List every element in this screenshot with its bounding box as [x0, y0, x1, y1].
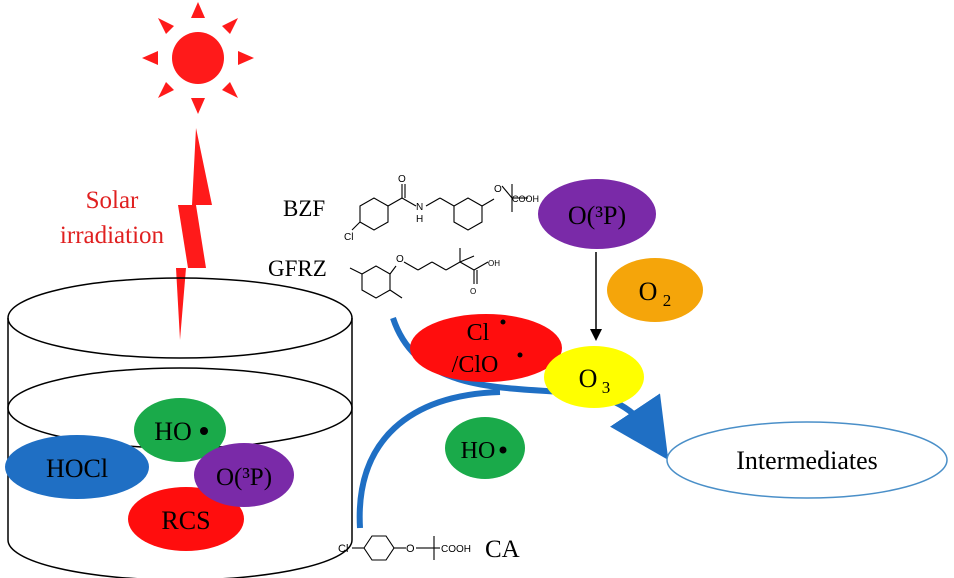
gfrz-structure: [349, 248, 489, 299]
ca-ether-o: O: [406, 543, 415, 555]
svg-text:O: O: [639, 277, 658, 306]
svg-text:HO: HO: [461, 438, 496, 464]
svg-text:O(³P): O(³P): [216, 464, 272, 491]
svg-text:O(³P): O(³P): [568, 201, 626, 230]
o2-bubble: O 2: [607, 258, 703, 322]
sun-icon: [142, 2, 254, 114]
solar-label-line2: irradiation: [60, 222, 165, 249]
o3-bubble: O 3: [544, 346, 644, 408]
bzf-label: BZF: [283, 196, 325, 221]
rcs-bubble: RCS: [128, 487, 244, 551]
bzf-carbonyl-o: O: [398, 174, 406, 185]
bzf-ether-o: O: [494, 184, 502, 195]
svg-text:HOCl: HOCl: [46, 454, 108, 483]
svg-text:RCS: RCS: [161, 506, 210, 535]
ca-label: CA: [485, 536, 520, 563]
hocl-bubble: HOCl: [5, 435, 149, 499]
svg-text:O: O: [579, 364, 598, 393]
solar-label-line1: Solar: [86, 187, 139, 214]
gfrz-carbonyl-o: O: [470, 287, 476, 296]
intermediates-box: Intermediates: [666, 421, 948, 499]
o3p-top-bubble: O(³P): [538, 179, 656, 249]
svg-text:HO: HO: [154, 417, 192, 446]
gfrz-oh: OH: [488, 259, 500, 268]
cl-clo-radical-bubble: Cl /ClO: [410, 314, 562, 382]
gfrz-label: GFRZ: [268, 256, 327, 281]
bzf-cooh: COOH: [512, 194, 539, 204]
bzf-n: N: [416, 202, 423, 213]
gfrz-ether-o: O: [396, 254, 404, 265]
lightning-bolt-icon: [176, 128, 212, 340]
bzf-structure: [351, 184, 528, 231]
flow-arrow-from-ca: [356, 389, 501, 529]
bzf-h: H: [416, 214, 423, 225]
svg-text:2: 2: [663, 291, 672, 310]
svg-text:/ClO: /ClO: [452, 352, 499, 378]
ho-radical-beaker: HO: [134, 398, 226, 462]
ho-radical-mid: HO: [445, 417, 525, 479]
ca-cooh: COOH: [441, 544, 471, 555]
svg-text:Intermediates: Intermediates: [736, 446, 878, 475]
o3p-beaker-bubble: O(³P): [194, 443, 294, 507]
ca-structure: [352, 535, 440, 561]
ca-cl: Cl: [338, 543, 348, 555]
svg-text:3: 3: [602, 378, 611, 397]
svg-text:Cl: Cl: [467, 320, 490, 346]
bzf-cl: Cl: [344, 232, 353, 243]
